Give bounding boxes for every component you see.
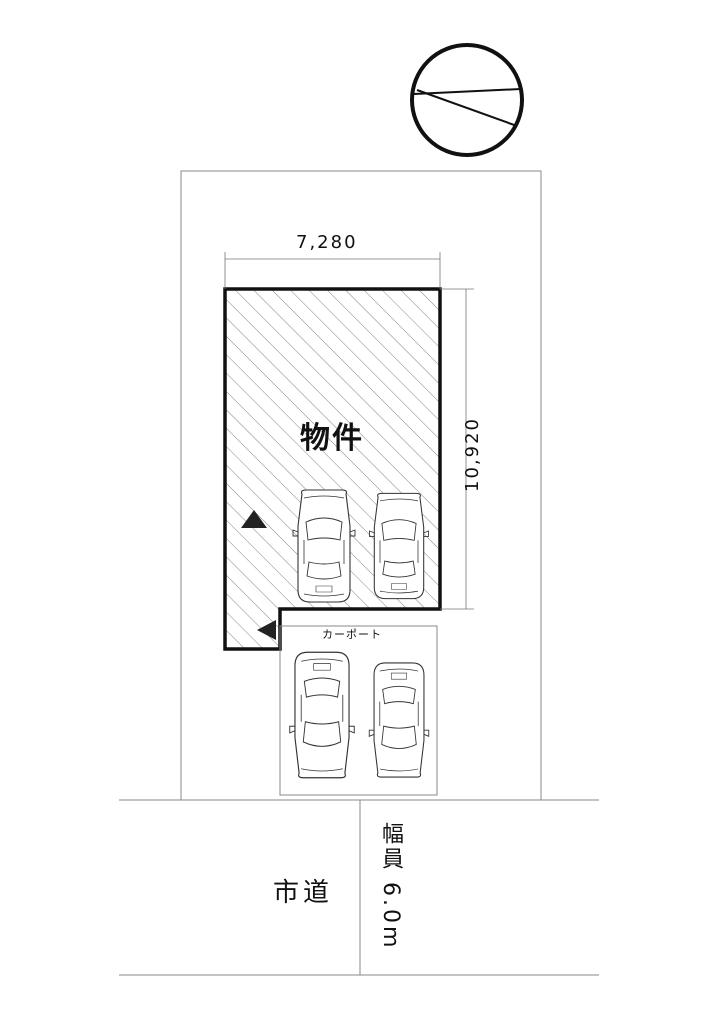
carport-label: カーポート [322, 628, 382, 641]
carport-outline [279, 625, 438, 796]
width-dimension-line [224, 252, 441, 289]
car-icon [292, 489, 356, 603]
entrance-marker-icon [257, 620, 276, 640]
road-width-label: 幅員 6.0m [378, 822, 403, 951]
building-width-label: 7,280 [296, 232, 358, 253]
car-icon [369, 492, 429, 600]
car-icon [368, 662, 430, 778]
entrance-marker-icon [241, 510, 267, 528]
building-depth-label: 10,920 [462, 417, 483, 492]
car-icon [289, 651, 355, 779]
building-label: 物件 [300, 421, 364, 456]
road-lines [119, 799, 599, 976]
road-name-label: 市道 [273, 878, 334, 908]
north-arrow-icon [410, 43, 524, 157]
depth-dimension-line [440, 288, 474, 610]
site-boundary [180, 170, 542, 800]
